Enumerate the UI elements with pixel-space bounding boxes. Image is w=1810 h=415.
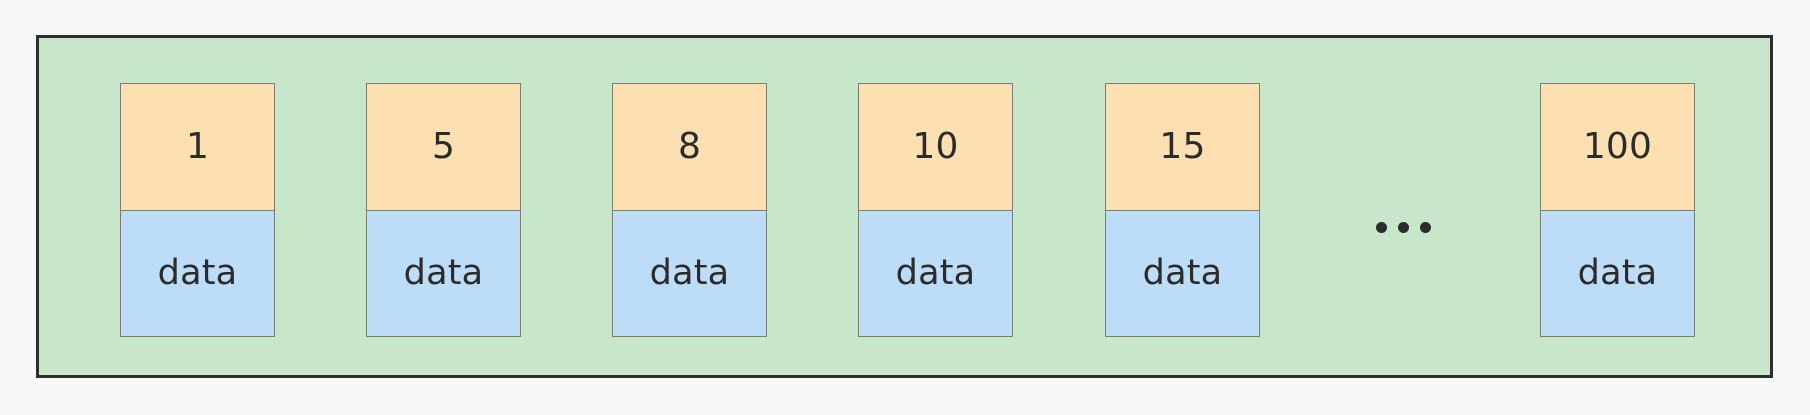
entry-value-cell: data <box>120 210 275 337</box>
array-entry[interactable]: 8 data <box>612 83 767 338</box>
entry-key-cell: 10 <box>858 83 1013 211</box>
ellipsis-dot <box>1398 221 1409 233</box>
ellipsis-icon <box>1376 221 1431 233</box>
ellipsis-dot <box>1376 221 1387 233</box>
array-entry[interactable]: 15 data <box>1105 83 1260 338</box>
entry-key-cell: 5 <box>366 83 521 211</box>
array-entry[interactable]: 5 data <box>366 83 521 338</box>
ellipsis-dot <box>1420 221 1431 233</box>
array-entry[interactable]: 100 data <box>1540 83 1695 338</box>
entry-key-cell: 100 <box>1540 83 1695 211</box>
entry-key-cell: 15 <box>1105 83 1260 211</box>
entry-value-cell: data <box>858 210 1013 337</box>
entry-value-cell: data <box>1540 210 1695 337</box>
array-entry[interactable]: 10 data <box>858 83 1013 338</box>
entry-value-cell: data <box>366 210 521 337</box>
entry-key-cell: 8 <box>612 83 767 211</box>
entry-value-cell: data <box>612 210 767 337</box>
array-entry[interactable]: 1 data <box>120 83 275 338</box>
entry-value-cell: data <box>1105 210 1260 337</box>
array-container: 1 data 5 data 8 data 10 data 15 data <box>36 35 1773 378</box>
entry-key-cell: 1 <box>120 83 275 211</box>
